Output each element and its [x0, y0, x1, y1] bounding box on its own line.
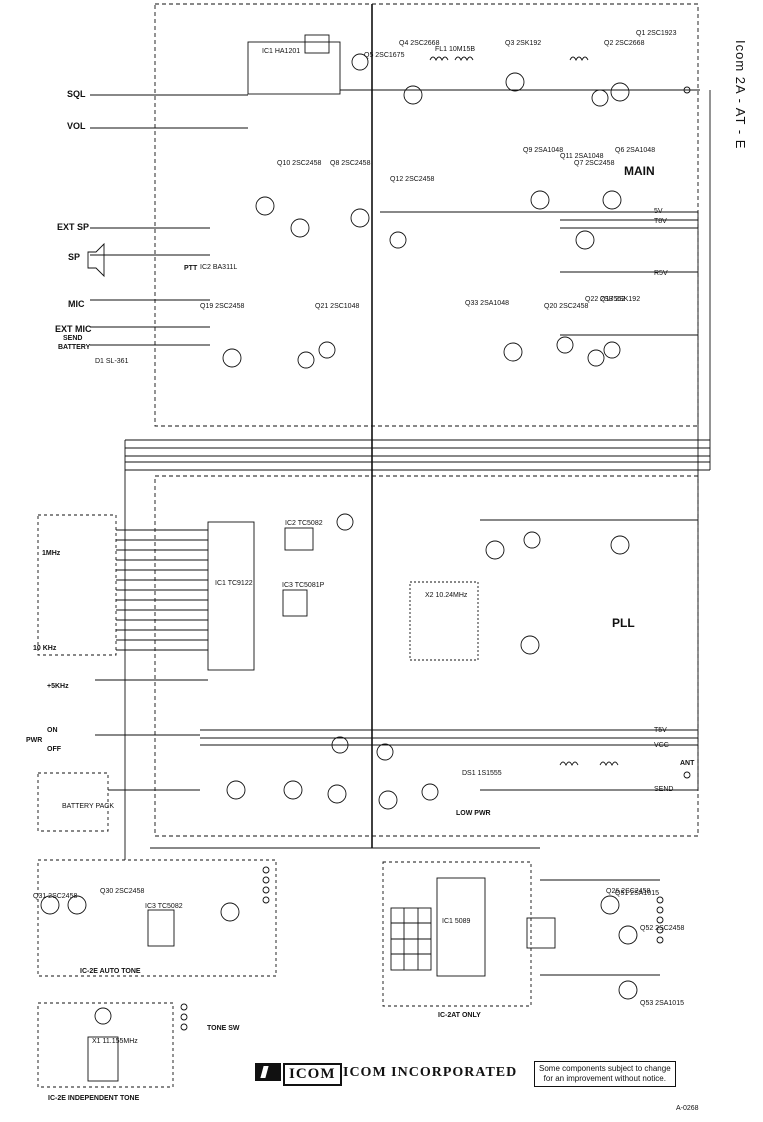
label-ds1: DS1 1S1555: [462, 770, 502, 777]
label-q31: Q31 2SC2458: [33, 893, 78, 900]
label-sp: SP: [68, 252, 81, 262]
section-main-label: MAIN: [624, 164, 655, 178]
label-q11: Q11 2SA1048: [560, 153, 604, 160]
rail-5v: 5V: [654, 208, 663, 215]
label-ic1-pll: IC1 TC9122: [215, 580, 253, 587]
label-ic-tone: IC1 5089: [442, 918, 471, 925]
label-q26: Q26 2SC2458: [606, 888, 651, 895]
auto-tone-outline: [37, 859, 277, 977]
label-ic2-pll: IC2 TC5082: [285, 520, 323, 527]
label-1mhz: 1MHz: [42, 550, 61, 557]
label-sql: SQL: [67, 89, 86, 99]
label-low-pwr: LOW PWR: [456, 810, 491, 817]
label-q51: Q51 2SA1015: [615, 890, 659, 897]
label-off: OFF: [47, 746, 61, 753]
label-q10: Q10 2SC2458: [277, 160, 322, 167]
label-q3: Q3 2SK192: [505, 40, 542, 47]
label-q2: Q2 2SC2668: [604, 40, 645, 47]
company-name: ICOM INCORPORATED: [343, 1065, 518, 1080]
label-ant: ANT: [680, 760, 695, 767]
section-pll-label: PLL: [612, 616, 635, 630]
label-q7: Q7 2SC2458: [574, 160, 615, 167]
doc-code: A-0268: [676, 1105, 699, 1112]
rail-vcc: VCC: [654, 742, 669, 749]
switch-bank-outline: [37, 514, 117, 656]
main-board-outline: [154, 3, 699, 427]
battery-pack-outline: [37, 772, 109, 832]
label-q30: Q30 2SC2458: [100, 888, 145, 895]
label-q6: Q6 2SA1048: [615, 147, 656, 154]
rail-t8v: T8V: [654, 218, 667, 225]
label-tone-sw: TONE SW: [207, 1025, 240, 1032]
label-mic: MIC: [68, 299, 85, 309]
label-5khz: +5KHz: [47, 683, 69, 690]
rail-send: SEND: [654, 786, 674, 793]
ic2at-outline: [382, 861, 532, 1007]
label-on: ON: [47, 727, 58, 734]
independent-tone-outline: [37, 1002, 174, 1088]
label-ic3-pll: IC3 TC5081P: [282, 582, 325, 589]
label-pwr: PWR: [26, 737, 43, 744]
label-ic1-main: IC1 HA1201: [262, 48, 301, 55]
label-fl1: FL1 10M15B: [435, 46, 476, 53]
notice-line-1: Some components subject to change: [539, 1064, 671, 1073]
notice-line-2: for an improvement without notice.: [543, 1074, 666, 1083]
label-ext-mic: EXT MIC: [55, 324, 92, 334]
label-ptt: PTT: [184, 265, 198, 272]
label-q52: Q52 2SC2458: [640, 925, 685, 932]
label-battery-pack: BATTERY PACK: [62, 803, 114, 810]
label-d1: D1 SL-361: [95, 358, 129, 365]
label-q1: Q1 2SC1923: [636, 30, 677, 37]
section-auto-tone-label: IC-2E AUTO TONE: [80, 968, 141, 975]
label-vol: VOL: [67, 121, 86, 131]
label-q20: Q20 2SC2458: [544, 303, 589, 310]
label-x1: X1 11.155MHz: [92, 1038, 138, 1045]
label-q19: Q19 2SC2458: [200, 303, 245, 310]
section-independent-tone-label: IC-2E INDEPENDENT TONE: [48, 1095, 140, 1102]
change-notice: Some components subject to change for an…: [534, 1061, 676, 1087]
section-ic2at-label: IC-2AT ONLY: [438, 1012, 481, 1019]
label-ic3-tone: IC3 TC5082: [145, 903, 183, 910]
label-q21: Q21 2SC1048: [315, 303, 360, 310]
label-q22: Q22 2SB562: [585, 296, 626, 303]
label-battery: BATTERY: [58, 344, 91, 351]
label-q8: Q8 2SC2458: [330, 160, 371, 167]
label-q5: Q5 2SC1675: [364, 52, 405, 59]
label-ext-sp: EXT SP: [57, 222, 90, 232]
label-q9: Q9 2SA1048: [523, 147, 564, 154]
rail-t5v: T5V: [654, 727, 667, 734]
label-10khz: 10 KHz: [33, 645, 57, 652]
label-x2: X2 10.24MHz: [425, 592, 468, 599]
label-q53: Q53 2SA1015: [640, 1000, 684, 1007]
pll-board-outline: [154, 475, 699, 837]
label-q33: Q33 2SA1048: [465, 300, 509, 307]
label-ic2-ba: IC2 BA311L: [200, 264, 238, 271]
label-q17: Q17 2SK192: [600, 296, 641, 303]
icom-logo-word: ICOM: [283, 1063, 342, 1086]
document-title: Icom 2A - AT - E: [733, 40, 748, 150]
rail-r5v: R5V: [654, 270, 668, 277]
label-q4: Q4 2SC2668: [399, 40, 440, 47]
label-q12: Q12 2SC2458: [390, 176, 435, 183]
label-send: SEND: [63, 335, 83, 342]
